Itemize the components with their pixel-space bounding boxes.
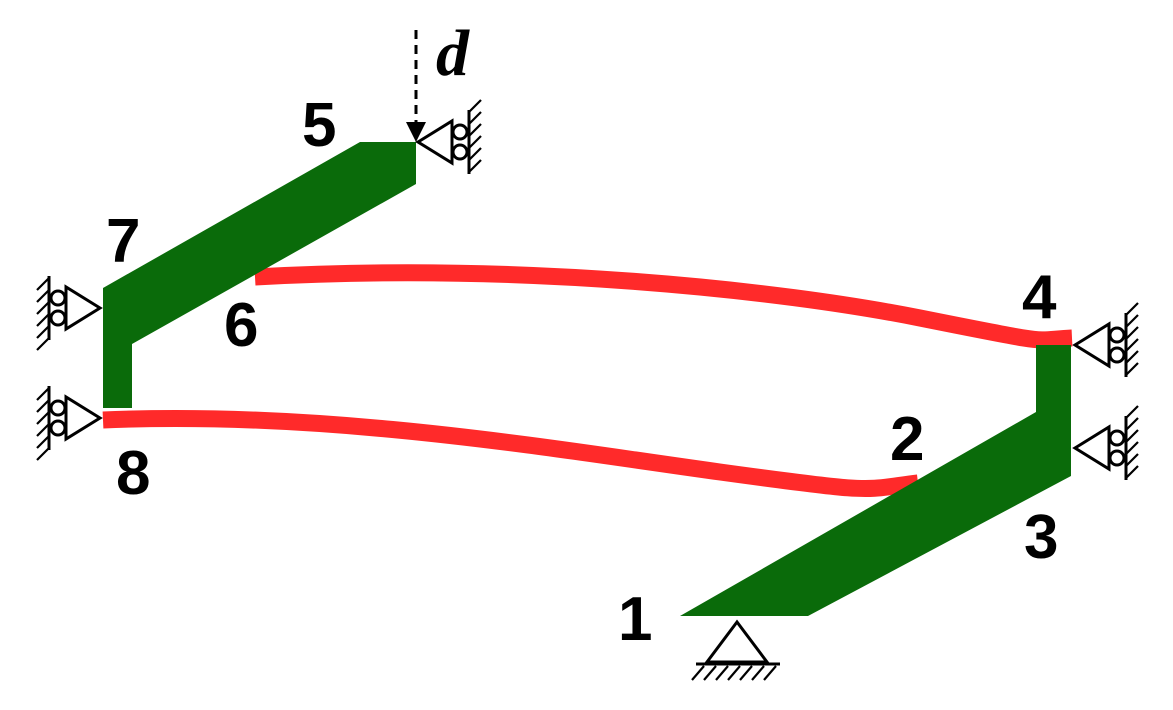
node-label-5: 5 (302, 91, 336, 160)
pin-support-icon (691, 619, 780, 681)
node-label-3: 3 (1024, 503, 1058, 572)
node-label-2: 2 (890, 405, 924, 474)
flexure-beam-8-2 (102, 409, 920, 498)
roller-support-icon (1073, 301, 1140, 379)
rigid-link-lower (680, 345, 1071, 616)
node-label-8: 8 (116, 439, 150, 508)
displacement-label: d (436, 17, 470, 90)
roller-support-icon (35, 384, 102, 462)
node-label-4: 4 (1022, 263, 1057, 332)
flexure-beam-6-4 (254, 264, 1073, 349)
roller-support-icon (1073, 404, 1140, 482)
rigid-link-upper (103, 142, 416, 408)
roller-support-icon (416, 98, 483, 176)
node-label-6: 6 (224, 291, 258, 360)
roller-support-icon (35, 274, 102, 352)
dashed-arrow-down-icon (406, 30, 426, 142)
node-label-1: 1 (618, 585, 652, 654)
node-label-7: 7 (106, 207, 140, 276)
